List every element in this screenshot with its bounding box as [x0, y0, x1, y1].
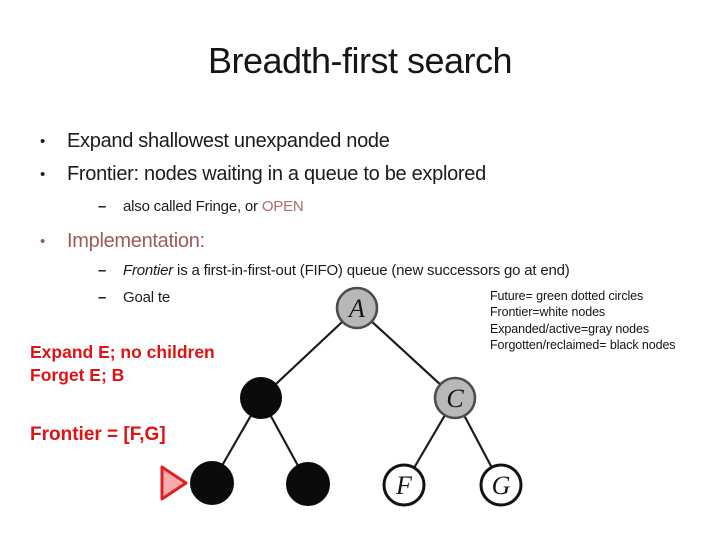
slide-title: Breadth-first search: [207, 40, 513, 81]
sub-bullet-text: also called Fringe, or: [123, 198, 262, 215]
bullet-item-implementation: • Implementation:: [40, 230, 205, 254]
queue-pointer-icon: [160, 465, 188, 501]
sub-bullet-fifo: – Frontier is a first-in-first-out (FIFO…: [98, 262, 570, 279]
bullet-item-label: Implementation:: [67, 230, 205, 252]
node-color-legend: Future= green dotted circles Frontier=wh…: [490, 288, 676, 354]
frontier-italic: Frontier: [123, 262, 174, 279]
sub-bullet-label: also called Fringe, or OPEN: [123, 198, 304, 215]
frontier-annotation: Frontier = [F,G]: [30, 424, 166, 445]
tree-diagram: A C F G: [160, 286, 523, 507]
tree-node-f: [382, 463, 426, 507]
bullet-dot: •: [40, 166, 45, 183]
sub-bullet-dash: –: [98, 262, 107, 279]
bullet-dot: •: [40, 133, 45, 150]
tree-node-g: [479, 463, 523, 507]
tree-node-label-a: A: [347, 294, 365, 323]
sub-bullet-label: Goal te: [123, 289, 170, 306]
bullet-item-expand: • Expand shallowest unexpanded node: [40, 130, 390, 154]
legend-line-future: Future= green dotted circles: [490, 289, 644, 303]
bullet-item-label: Expand shallowest unexpanded node: [67, 130, 390, 152]
tree-node-label-c: C: [446, 384, 464, 413]
step-annotation: Expand E; no children Forget E; B: [30, 341, 215, 387]
step-annotation-line2: Forget E; B: [30, 365, 125, 385]
legend-line-forgotten: Forgotten/reclaimed= black nodes: [490, 338, 676, 353]
step-annotation-line1: Expand E; no children: [30, 342, 215, 362]
legend-line-frontier: Frontier=white nodes: [490, 305, 606, 320]
tree-node-label-g: G: [492, 471, 511, 500]
bullet-item-frontier: • Frontier: nodes waiting in a queue to …: [40, 163, 486, 187]
sub-bullet-fringe: – also called Fringe, or OPEN: [98, 198, 304, 215]
bullet-dot: •: [40, 233, 45, 250]
tree-edge-a-c: [356, 307, 456, 399]
sub-bullet-dash: –: [98, 289, 107, 306]
tree-node-label-f: F: [395, 471, 413, 500]
sub-bullet-dash: –: [98, 198, 107, 215]
sub-bullet-label: Frontier is a first-in-first-out (FIFO) …: [123, 262, 570, 279]
sub-bullet-text: is a first-in-first-out (FIFO) queue (ne…: [173, 262, 570, 279]
bullet-item-label: Frontier: nodes waiting in a queue to be…: [67, 163, 486, 185]
tree-node-e: [286, 462, 330, 506]
search-tree-figure: A C F G: [160, 255, 560, 535]
tree-node-a: [335, 286, 379, 330]
legend-line-expanded: Expanded/active=gray nodes: [490, 321, 649, 336]
open-highlight: OPEN: [261, 198, 304, 215]
tree-node-d: [190, 461, 234, 505]
tree-node-b: [240, 377, 282, 419]
sub-bullet-goal: – Goal te: [98, 289, 170, 306]
tree-edge-a-b: [260, 307, 358, 399]
tree-node-c: [433, 376, 477, 420]
